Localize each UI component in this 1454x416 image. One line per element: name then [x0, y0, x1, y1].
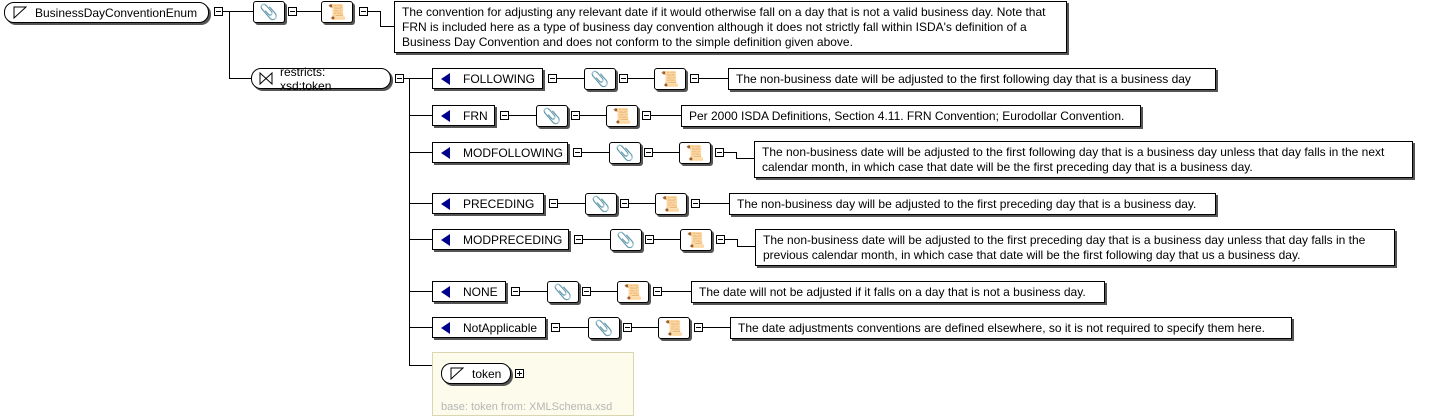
enum-following-documentation: The non-business date will be adjusted t…: [728, 68, 1216, 90]
collapse-toggle[interactable]: [623, 323, 632, 332]
triangle-left-icon: [441, 322, 450, 334]
restriction-label: restricts: xsd:token: [280, 64, 332, 93]
collapse-toggle[interactable]: [619, 74, 628, 83]
paperclip-icon[interactable]: 📎: [588, 317, 620, 339]
root-documentation: The convention for adjusting any relevan…: [394, 1, 1067, 53]
collapse-toggle[interactable]: [653, 287, 662, 296]
scroll-icon[interactable]: 📜: [654, 68, 686, 90]
collapse-toggle[interactable]: [548, 74, 557, 83]
enum-preceding[interactable]: PRECEDING: [432, 193, 544, 214]
scroll-icon[interactable]: 📜: [655, 193, 687, 215]
collapse-toggle[interactable]: [500, 111, 509, 120]
triangle-left-icon: [441, 198, 450, 210]
paperclip-icon[interactable]: 📎: [584, 68, 616, 90]
collapse-toggle[interactable]: [359, 7, 368, 16]
collapse-toggle[interactable]: [395, 74, 404, 83]
enum-none[interactable]: NONE: [432, 281, 506, 302]
collapse-toggle[interactable]: [642, 111, 651, 120]
collapse-toggle[interactable]: [214, 7, 223, 16]
collapse-toggle[interactable]: [644, 148, 653, 157]
collapse-toggle[interactable]: [694, 323, 703, 332]
enum-modpreceding[interactable]: MODPRECEDING: [432, 229, 569, 250]
enum-notapplicable-documentation: The date adjustments conventions are def…: [730, 317, 1292, 339]
root-type-node[interactable]: BusinessDayConventionEnum: [4, 2, 209, 23]
base-type-name: token: [472, 366, 502, 381]
collapse-toggle[interactable]: [571, 111, 580, 120]
enum-modpreceding-documentation: The non-business date will be adjusted t…: [755, 229, 1395, 266]
collapse-toggle[interactable]: [549, 199, 558, 208]
collapse-toggle[interactable]: [690, 74, 699, 83]
scroll-icon[interactable]: 📜: [606, 105, 638, 127]
triangle-left-icon: [441, 110, 450, 122]
enum-modfollowing-documentation: The non-business date will be adjusted t…: [754, 141, 1413, 178]
collapse-toggle[interactable]: [691, 199, 700, 208]
enum-modfollowing[interactable]: MODFOLLOWING: [432, 142, 568, 163]
paperclip-icon[interactable]: 📎: [610, 229, 642, 251]
paperclip-icon[interactable]: 📎: [585, 193, 617, 215]
paperclip-icon[interactable]: 📎: [253, 1, 285, 23]
scroll-icon[interactable]: 📜: [679, 142, 711, 164]
expand-toggle[interactable]: [515, 369, 524, 378]
triangle-left-icon: [441, 147, 450, 159]
collapse-toggle[interactable]: [511, 287, 520, 296]
collapse-toggle[interactable]: [574, 235, 583, 244]
triangle-icon: [13, 6, 27, 19]
scroll-icon[interactable]: 📜: [680, 229, 712, 251]
collapse-toggle[interactable]: [582, 287, 591, 296]
restriction-node[interactable]: restricts: xsd:token: [251, 65, 391, 93]
collapse-toggle[interactable]: [716, 235, 725, 244]
enum-notapplicable[interactable]: NotApplicable: [432, 317, 546, 338]
collapse-toggle[interactable]: [620, 199, 629, 208]
collapse-toggle[interactable]: [551, 323, 560, 332]
scroll-icon[interactable]: 📜: [658, 317, 690, 339]
scroll-icon[interactable]: 📜: [617, 281, 649, 303]
collapse-toggle[interactable]: [573, 148, 582, 157]
collapse-toggle[interactable]: [288, 7, 297, 16]
collapse-toggle[interactable]: [645, 235, 654, 244]
base-type-caption: base: token from: XMLSchema.xsd: [441, 401, 613, 413]
collapse-toggle[interactable]: [715, 148, 724, 157]
base-type-node[interactable]: token: [441, 363, 511, 384]
enum-frn-documentation: Per 2000 ISDA Definitions, Section 4.11.…: [681, 105, 1141, 127]
scroll-icon[interactable]: 📜: [321, 1, 353, 23]
paperclip-icon[interactable]: 📎: [536, 105, 568, 127]
base-type-panel: [432, 352, 634, 416]
enum-none-documentation: The date will not be adjusted if it fall…: [691, 281, 1105, 303]
bowtie-icon: [259, 72, 273, 85]
enum-preceding-documentation: The non-business day will be adjusted to…: [729, 193, 1216, 215]
triangle-left-icon: [441, 73, 450, 85]
root-type-name: BusinessDayConventionEnum: [35, 5, 198, 20]
paperclip-icon[interactable]: 📎: [609, 142, 641, 164]
triangle-icon: [450, 367, 464, 380]
enum-frn[interactable]: FRN: [432, 105, 495, 126]
triangle-left-icon: [441, 286, 450, 298]
enum-following[interactable]: FOLLOWING: [432, 68, 543, 89]
triangle-left-icon: [441, 234, 450, 246]
paperclip-icon[interactable]: 📎: [547, 281, 579, 303]
